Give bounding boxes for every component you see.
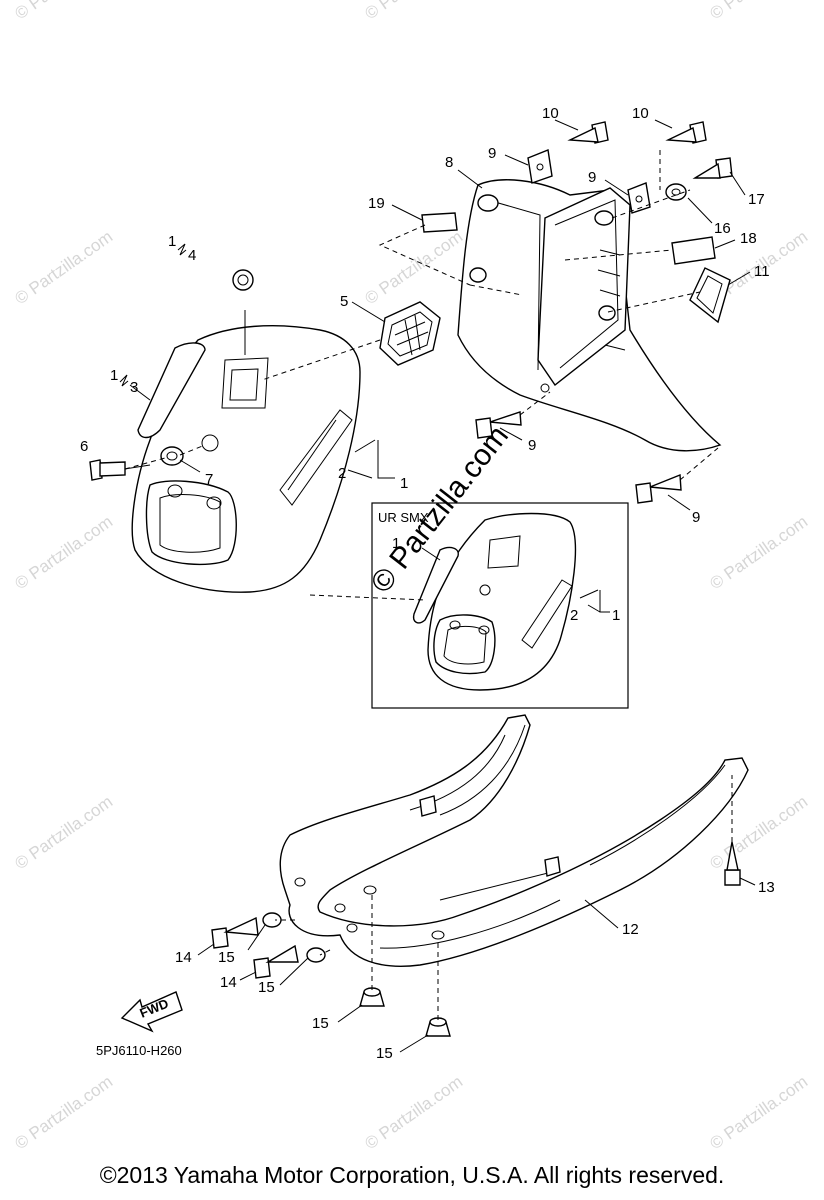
screw-part-9 bbox=[635, 473, 682, 504]
callout-4: 4 bbox=[188, 247, 196, 264]
callout-7: 7 bbox=[205, 471, 213, 488]
callout-18: 18 bbox=[740, 230, 757, 247]
clip-part-9 bbox=[527, 149, 553, 184]
callout-9: 9 bbox=[588, 169, 596, 186]
watermark: © Partzilla.com bbox=[361, 227, 466, 308]
grommet-part-15 bbox=[425, 1017, 451, 1037]
watermark: © Partzilla.com bbox=[361, 0, 466, 23]
callout-10: 10 bbox=[542, 105, 559, 122]
screw-part-14 bbox=[211, 916, 259, 949]
callout-3: 3 bbox=[130, 379, 138, 396]
callout-10: 10 bbox=[632, 105, 649, 122]
washer-part-16 bbox=[665, 183, 687, 201]
callout-9: 9 bbox=[528, 437, 536, 454]
grommet-part-15 bbox=[306, 947, 326, 963]
callouts: 10 10 9 9 8 17 16 18 11 19 1 4 5 1 3 9 6… bbox=[80, 105, 775, 1062]
under-cover bbox=[279, 714, 749, 967]
callout-2: 2 bbox=[570, 607, 578, 624]
callout-15: 15 bbox=[218, 949, 235, 966]
grommet-part-15 bbox=[359, 987, 385, 1007]
callout-14: 14 bbox=[175, 949, 192, 966]
screw-part-13 bbox=[724, 841, 741, 886]
watermark: © Partzilla.com bbox=[11, 1072, 116, 1153]
leader-lines bbox=[124, 119, 756, 1053]
callout-14: 14 bbox=[220, 974, 237, 991]
callout-6: 6 bbox=[80, 438, 88, 455]
screw-part-17 bbox=[692, 157, 733, 179]
seal-part-11 bbox=[689, 267, 731, 324]
screw-part-9 bbox=[475, 411, 522, 439]
front-cover bbox=[131, 325, 361, 593]
watermark: © Partzilla.com bbox=[706, 1072, 811, 1153]
callout-12: 12 bbox=[622, 921, 639, 938]
screw-part-10 bbox=[567, 121, 609, 144]
grille-part-5 bbox=[379, 301, 441, 366]
inset-label: UR SMX bbox=[378, 510, 429, 525]
callout-5: 5 bbox=[340, 293, 348, 310]
copyright-notice: ©2013 Yamaha Motor Corporation, U.S.A. A… bbox=[99, 1162, 725, 1188]
callout-9: 9 bbox=[692, 509, 700, 526]
callout-13: 13 bbox=[758, 879, 775, 896]
bolt-part-6 bbox=[89, 459, 126, 481]
inner-cover bbox=[457, 179, 722, 452]
callout-2: 2 bbox=[338, 465, 346, 482]
callout-8: 8 bbox=[445, 154, 453, 171]
figure-code: 5PJ6110-H260 bbox=[96, 1043, 182, 1058]
callout-15: 15 bbox=[376, 1045, 393, 1062]
callout-9: 9 bbox=[488, 145, 496, 162]
screw-part-10 bbox=[665, 121, 707, 144]
watermark: © Partzilla.com bbox=[11, 512, 116, 593]
callout-1: 1 bbox=[110, 367, 118, 384]
callout-19: 19 bbox=[368, 195, 385, 212]
callout-1: 1 bbox=[612, 607, 620, 624]
clip-part-9 bbox=[627, 182, 651, 214]
inset-variant-box: UR SMX © Partzilla.com bbox=[365, 420, 629, 709]
watermark: © Partzilla.com bbox=[11, 792, 116, 873]
watermark: © Partzilla.com bbox=[11, 0, 116, 23]
watermark: © Partzilla.com bbox=[706, 0, 811, 23]
callout-1: 1 bbox=[392, 535, 400, 552]
label-part-19 bbox=[421, 212, 458, 233]
callout-11: 11 bbox=[754, 263, 770, 280]
callout-16: 16 bbox=[714, 220, 731, 237]
emblem-part-4 bbox=[232, 269, 254, 291]
screw-part-14 bbox=[253, 944, 299, 979]
group-brackets bbox=[119, 243, 187, 401]
callout-15: 15 bbox=[258, 979, 275, 996]
callout-17: 17 bbox=[748, 191, 765, 208]
grommet-part-15 bbox=[262, 912, 282, 928]
background-watermarks: © Partzilla.com © Partzilla.com © Partzi… bbox=[11, 0, 811, 1153]
grommet-part-7 bbox=[160, 446, 184, 466]
watermark: © Partzilla.com bbox=[706, 512, 811, 593]
callout-15: 15 bbox=[312, 1015, 329, 1032]
forward-direction-arrow: FWD bbox=[120, 991, 183, 1033]
label-part-18 bbox=[671, 236, 716, 265]
callout-1: 1 bbox=[168, 233, 176, 250]
callout-1: 1 bbox=[400, 475, 408, 492]
watermark: © Partzilla.com bbox=[361, 1072, 466, 1153]
watermark: © Partzilla.com bbox=[11, 227, 116, 308]
